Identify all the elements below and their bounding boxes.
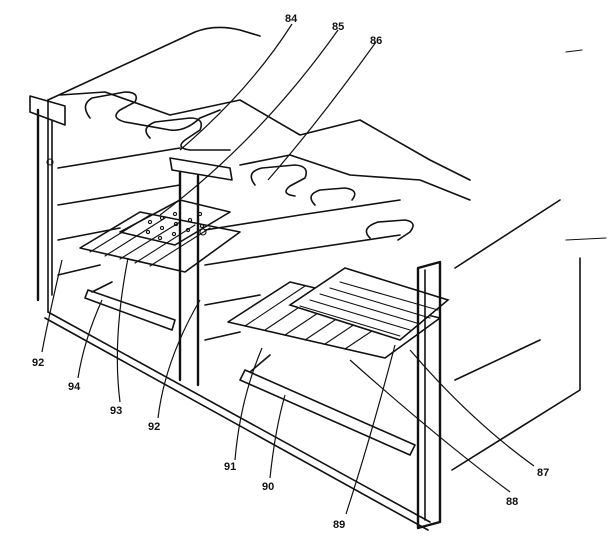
label-94: 94 xyxy=(68,381,81,393)
right-rack-assembly xyxy=(227,267,450,456)
left-side-wall xyxy=(29,95,181,302)
leader-lines xyxy=(41,23,535,515)
center-divider-panel xyxy=(169,157,401,387)
front-right-jamb xyxy=(416,260,442,530)
label-91: 91 xyxy=(224,461,236,473)
label-84: 84 xyxy=(285,13,298,25)
label-85: 85 xyxy=(332,21,344,33)
label-86: 86 xyxy=(370,35,382,47)
oven-cavity-outline xyxy=(44,26,607,531)
label-90: 90 xyxy=(262,481,274,493)
label-89: 89 xyxy=(333,519,345,531)
label-92-center: 92 xyxy=(148,421,160,433)
label-92-left: 92 xyxy=(32,357,44,369)
rear-wall-heating-elements xyxy=(59,91,471,241)
left-rack-assembly xyxy=(79,199,241,331)
label-93: 93 xyxy=(110,405,122,417)
label-88: 88 xyxy=(506,496,518,508)
label-87: 87 xyxy=(537,467,549,479)
